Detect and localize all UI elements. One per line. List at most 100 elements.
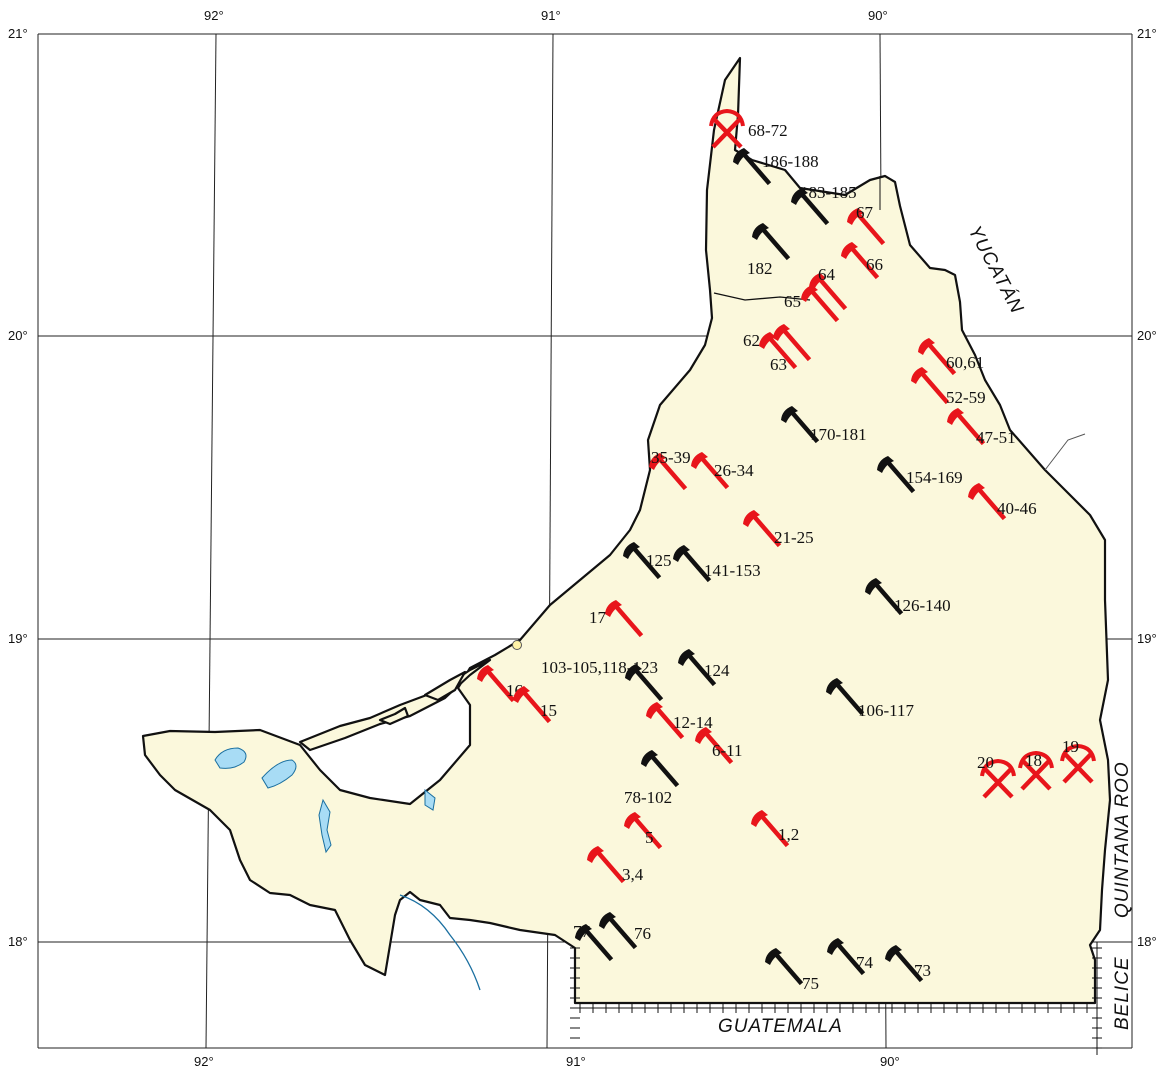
region-guatemala: GUATEMALA (718, 1016, 843, 1037)
site-label: 3,4 (622, 865, 644, 884)
site-marker: 18 (1020, 751, 1052, 789)
region-belice: BELICE (1112, 956, 1133, 1030)
site-label: 35-39 (651, 448, 691, 467)
site-marker: 170-181 (781, 406, 867, 444)
site-label: 170-181 (810, 425, 867, 444)
site-marker: 73 (885, 945, 931, 980)
site-marker: 124 (678, 649, 730, 683)
site-marker: 5 (624, 812, 659, 847)
lon-bottom-90: 90° (880, 1054, 900, 1069)
site-marker: 154-169 (877, 456, 963, 490)
site-label: 124 (704, 661, 730, 680)
site-marker: 77 (573, 922, 610, 958)
site-label: 74 (856, 953, 874, 972)
lat-left-19: 19° (8, 631, 28, 646)
site-label: 183-185 (800, 183, 857, 202)
site-label: 75 (802, 974, 819, 993)
site-marker: 17 (589, 600, 640, 634)
region-yucatan: YUCATÁN (964, 222, 1028, 317)
site-marker: 106-117 (826, 678, 915, 720)
site-marker: 66 (841, 242, 883, 276)
city-point (512, 640, 522, 650)
site-marker: 60,61 (918, 338, 984, 372)
site-marker: 52-59 (911, 367, 986, 407)
site-label: 64 (818, 265, 836, 284)
site-marker: 63 (770, 324, 808, 374)
site-label: 5 (645, 828, 654, 847)
site-label: 76 (634, 924, 651, 943)
site-label: 68-72 (748, 121, 788, 140)
site-marker: 26-34 (691, 452, 754, 486)
lon-bottom-91: 91° (566, 1054, 586, 1069)
site-marker: 62 (743, 331, 794, 366)
site-label: 65 (784, 292, 801, 311)
region-quintana-roo: QUINTANA ROO (1112, 761, 1133, 918)
lon-top-90: 90° (868, 8, 888, 23)
site-label: 141-153 (704, 561, 761, 580)
lon-bottom-92: 92° (194, 1054, 214, 1069)
site-marker: 35-39 (649, 448, 691, 487)
site-marker: 3,4 (587, 846, 644, 884)
state-landmass (141, 56, 1112, 1005)
site-label: 52-59 (946, 388, 986, 407)
site-label: 77 (573, 922, 591, 941)
site-label: 6-11 (712, 741, 743, 760)
site-marker: 12-14 (646, 702, 713, 736)
site-marker: 103-105,118-123 (541, 658, 660, 698)
site-label: 20 (977, 753, 994, 772)
lon-top-91: 91° (541, 8, 561, 23)
site-label: 19 (1062, 737, 1079, 756)
border-ticks (570, 942, 1102, 1055)
site-marker: 126-140 (865, 578, 951, 615)
site-label: 21-25 (774, 528, 814, 547)
site-marker: 125 (623, 542, 672, 576)
site-marker: 40-46 (968, 483, 1037, 518)
lon-top-92: 92° (204, 8, 224, 23)
site-label: 18 (1025, 751, 1042, 770)
lat-right-20: 20° (1137, 328, 1157, 343)
lat-right-18: 18° (1137, 934, 1157, 949)
site-label: 66 (866, 255, 883, 274)
site-label: 60,61 (946, 353, 984, 372)
site-marker: 141-153 (673, 545, 761, 580)
site-marker: 67 (847, 203, 882, 242)
site-label: 17 (589, 608, 607, 627)
site-label: 103-105,118-123 (541, 658, 658, 677)
site-marker: 75 (765, 948, 819, 993)
site-label: 154-169 (906, 468, 963, 487)
site-marker: 182 (747, 223, 787, 278)
site-marker: 19 (1062, 737, 1094, 782)
site-label: 186-188 (762, 152, 819, 171)
site-label: 47-51 (976, 428, 1016, 447)
site-label: 1,2 (778, 825, 799, 844)
site-marker: 15 (513, 686, 557, 720)
degree-labels: 92° 91° 90° 92° 91° 90° 21° 20° 19° 18° … (8, 8, 1157, 1069)
site-marker: 65 (784, 285, 836, 319)
site-marker: 6-11 (695, 727, 743, 761)
site-label: 182 (747, 259, 773, 278)
site-marker: 64 (809, 265, 844, 307)
site-label: 106-117 (858, 701, 915, 720)
site-label: 26-34 (714, 461, 754, 480)
site-marker: 21-25 (743, 510, 814, 547)
lat-right-19: 19° (1137, 631, 1157, 646)
lat-left-20: 20° (8, 328, 28, 343)
site-label: 15 (540, 701, 557, 720)
lat-right-21: 21° (1137, 26, 1157, 41)
site-marker: 20 (977, 753, 1014, 797)
site-marker: 183-185 (791, 183, 857, 222)
site-label: 126-140 (894, 596, 951, 615)
site-marker: 74 (827, 938, 874, 972)
site-label: 63 (770, 355, 787, 374)
site-marker: 1,2 (751, 810, 799, 844)
site-label: 73 (914, 961, 931, 980)
site-marker: 78-102 (624, 750, 676, 807)
lat-left-18: 18° (8, 934, 28, 949)
site-marker: 47-51 (947, 408, 1016, 447)
site-marker: 76 (599, 912, 651, 946)
site-label: 125 (646, 551, 672, 570)
site-label: 78-102 (624, 788, 672, 807)
site-marker: 186-188 (733, 148, 819, 182)
site-label: 40-46 (997, 499, 1037, 518)
